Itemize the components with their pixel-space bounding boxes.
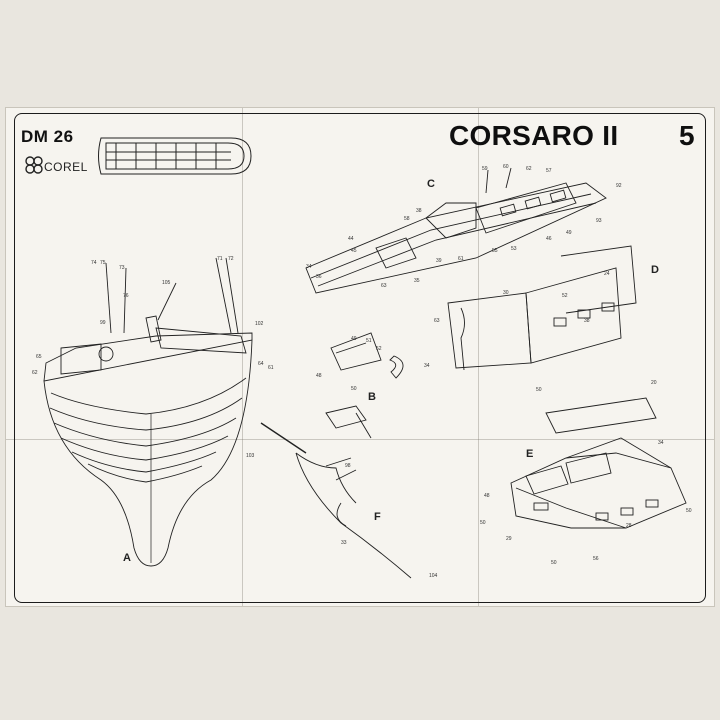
dinghy-plan-view xyxy=(98,137,252,175)
part-number: 44 xyxy=(348,236,354,242)
callout-a: A xyxy=(123,552,131,564)
part-number: 59 xyxy=(482,166,488,172)
part-number: 60 xyxy=(503,164,509,170)
part-number: 28 xyxy=(626,523,632,529)
part-number: 24 xyxy=(604,271,610,277)
part-number: 98 xyxy=(345,463,351,469)
part-number: 34 xyxy=(424,363,430,369)
part-number: 29 xyxy=(506,536,512,542)
part-number: 103 xyxy=(246,453,255,459)
part-number: 58 xyxy=(404,216,410,222)
part-number: 49 xyxy=(566,230,572,236)
part-number: 62 xyxy=(526,166,532,172)
part-number: 46 xyxy=(546,236,552,242)
part-number: 38 xyxy=(416,208,422,214)
callout-f: F xyxy=(374,511,381,523)
part-number: 50 xyxy=(551,560,557,566)
part-number: 63 xyxy=(381,283,387,289)
part-number: 48 xyxy=(316,373,322,379)
part-number: 35 xyxy=(414,278,420,284)
part-number: 39 xyxy=(436,258,442,264)
sheet-number: 5 xyxy=(679,120,695,151)
detail-b xyxy=(325,332,404,439)
callout-c: C xyxy=(427,178,435,190)
part-number: 72 xyxy=(228,256,234,262)
part-number: 50 xyxy=(480,520,486,526)
part-number: 48 xyxy=(484,493,490,499)
part-number: 20 xyxy=(651,380,657,386)
part-number: 102 xyxy=(255,321,264,327)
callout-b: B xyxy=(368,391,376,403)
cabin-assembly-e xyxy=(510,437,687,529)
part-number: 38 xyxy=(584,318,590,324)
part-number: 56 xyxy=(593,556,599,562)
part-number: 52 xyxy=(376,346,382,352)
cabin-parts-d xyxy=(447,245,657,434)
part-number: 74 xyxy=(91,260,97,266)
part-number: 61 xyxy=(268,365,274,371)
part-number: 49 xyxy=(351,336,357,342)
part-number: 61 xyxy=(458,256,464,262)
part-number: 34 xyxy=(306,264,312,270)
part-number: 104 xyxy=(429,573,438,579)
part-number: 50 xyxy=(536,387,542,393)
deck-assembly-c xyxy=(305,167,607,294)
part-number: 65 xyxy=(36,354,42,360)
part-number: 76 xyxy=(123,293,129,299)
part-number: 71 xyxy=(217,256,223,262)
part-number: 36 xyxy=(316,274,322,280)
hull-section-view xyxy=(43,257,253,567)
instruction-sheet: DM 26 COREL CORSARO II 5 xyxy=(5,107,715,607)
part-number: 57 xyxy=(546,168,552,174)
part-number: 62 xyxy=(32,370,38,376)
part-number: 73 xyxy=(119,265,125,271)
callout-d: D xyxy=(651,264,659,276)
part-number: 51 xyxy=(366,338,372,344)
part-number: 75 xyxy=(100,260,106,266)
part-number: 50 xyxy=(686,508,692,514)
part-number: 92 xyxy=(616,183,622,189)
fold-line xyxy=(242,108,243,606)
part-number: 93 xyxy=(596,218,602,224)
model-title: CORSARO II xyxy=(449,120,619,151)
part-number: 99 xyxy=(100,320,106,326)
part-number: 105 xyxy=(162,280,171,286)
part-number: 64 xyxy=(258,361,264,367)
technical-drawing xyxy=(43,137,687,579)
model-code: DM 26 xyxy=(21,127,74,146)
part-number: 34 xyxy=(658,440,664,446)
fold-line xyxy=(478,108,479,606)
part-number: 45 xyxy=(351,248,357,254)
part-number: 63 xyxy=(434,318,440,324)
fold-line xyxy=(6,439,714,440)
rudder-f xyxy=(260,422,412,579)
corel-logo xyxy=(25,156,43,174)
part-number: 52 xyxy=(562,293,568,299)
part-number: 53 xyxy=(511,246,517,252)
part-number: 55 xyxy=(492,248,498,254)
brand-name: COREL xyxy=(44,160,88,174)
part-number: 33 xyxy=(341,540,347,546)
drawing-frame xyxy=(14,113,706,603)
callout-e: E xyxy=(526,448,534,460)
part-number: 50 xyxy=(351,386,357,392)
part-number: 30 xyxy=(503,290,509,296)
